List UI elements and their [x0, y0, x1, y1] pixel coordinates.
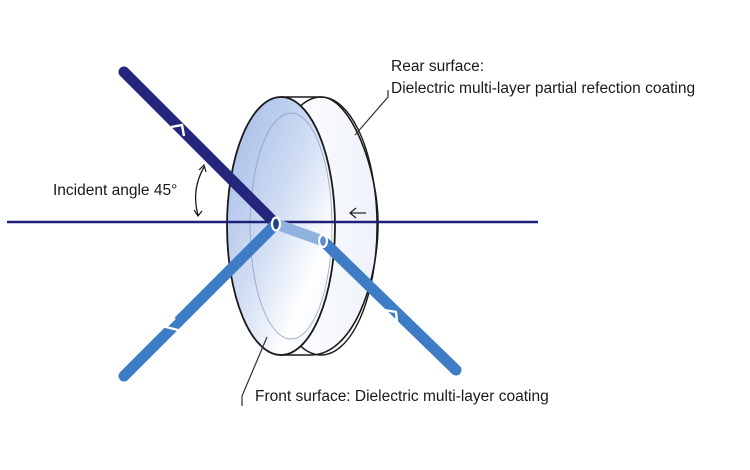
front-surface-label: Front surface: Dielectric multi-layer co… [255, 388, 549, 405]
angle-arrowhead-top-icon [198, 163, 207, 173]
rear-surface-pointer-arrow-icon [349, 207, 357, 219]
rear-surface-leader-line [354, 90, 389, 136]
rear-surface-label-line1: Rear surface: [391, 58, 484, 75]
incident-direction-chevron-icon [170, 123, 186, 137]
rear-exit-point-icon [317, 233, 329, 249]
reflected-direction-chevron-icon [163, 317, 179, 332]
angle-arrowhead-bottom-icon [193, 209, 203, 218]
inner-beam [274, 218, 325, 247]
transmitted-direction-chevron-icon [383, 308, 399, 324]
transmitted-beam [317, 235, 462, 376]
incident-angle-arc [194, 166, 205, 216]
lens-inner-ring [249, 112, 333, 340]
front-surface-leader-line [241, 336, 268, 406]
rear-surface-label-line2: Dielectric multi-layer partial refection… [391, 80, 695, 97]
incident-beam [118, 66, 282, 230]
incident-angle-label: Incident angle 45° [53, 182, 177, 199]
reflected-beam [118, 218, 282, 382]
front-incidence-point-icon [270, 216, 282, 232]
